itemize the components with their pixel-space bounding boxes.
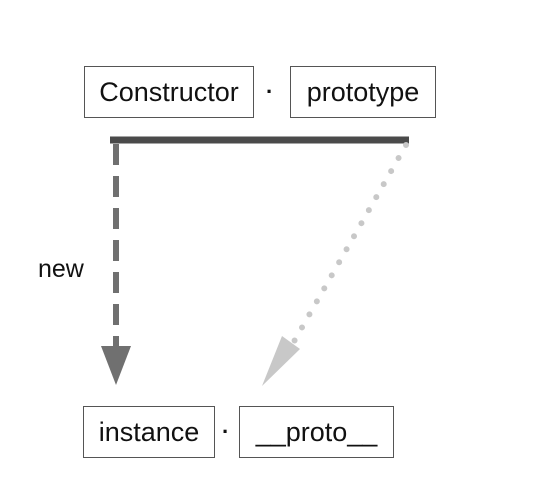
prototype-label: prototype [306, 76, 420, 107]
instance-box: instance [83, 406, 215, 458]
constructor-label: Constructor [99, 76, 239, 107]
proto-arrowhead [262, 336, 300, 386]
new-arrowhead [101, 346, 131, 385]
proto-arrow-line [285, 142, 409, 355]
instance-label: instance [98, 416, 200, 447]
proto-box: __proto__ [239, 406, 394, 458]
top-separator-dot: · [266, 79, 274, 104]
prototype-box: prototype [290, 66, 436, 118]
bottom-separator-dot: · [222, 419, 230, 444]
proto-label: __proto__ [255, 416, 378, 447]
constructor-box: Constructor [84, 66, 254, 118]
new-label: new [38, 255, 84, 283]
